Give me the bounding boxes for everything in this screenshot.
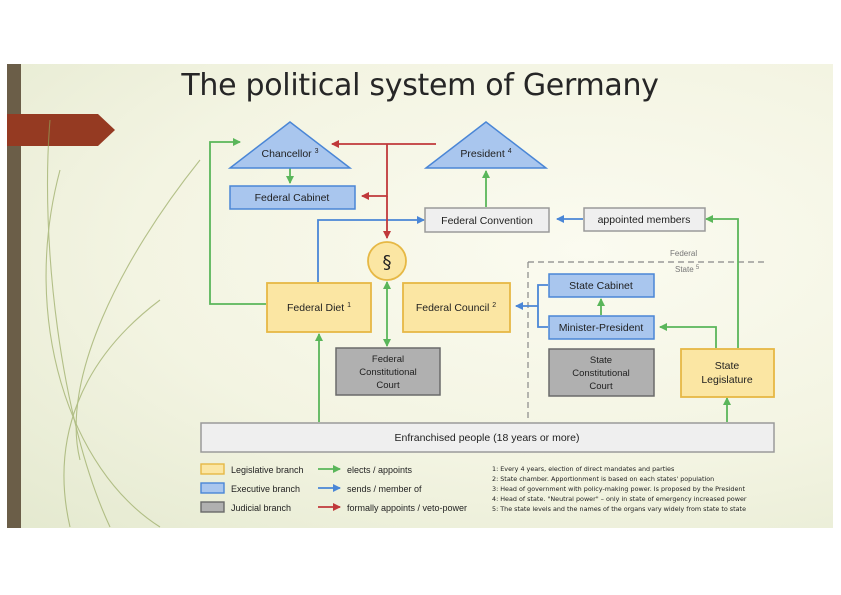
footnote-3: 3: Head of government with policy-making… <box>492 485 745 493</box>
legend-legislative-swatch <box>200 463 225 475</box>
federal-council-label: Federal Council 2 <box>416 302 496 314</box>
red-arrows <box>331 140 436 239</box>
node-federal-council: Federal Council 2 <box>402 282 511 333</box>
chancellor-text: Chancellor <box>261 148 312 160</box>
decorative-leaf-curves <box>45 119 201 528</box>
legend-legislative-label: Legislative branch <box>231 465 304 475</box>
enfranchised-people-label: Enfranchised people (18 years or more) <box>394 432 579 444</box>
arrow-legislature-sends-appointed <box>705 215 739 348</box>
federal-diet-sup: 1 <box>347 302 351 309</box>
constitution-symbol: § <box>383 252 392 273</box>
appointed-members-label: appointed members <box>598 214 691 226</box>
federal-court-line2: Constitutional <box>359 367 417 378</box>
arrow-state-bracket <box>537 284 548 328</box>
arrow-legislature-elects-minister <box>659 323 717 348</box>
state-court-line1: State <box>590 355 612 366</box>
federal-convention-label: Federal Convention <box>441 215 533 227</box>
federal-court-line3: Court <box>376 380 400 391</box>
separator-state-label: State 5 <box>675 265 700 274</box>
slide-accent-tab <box>7 114 115 146</box>
legend-formally-label: formally appoints / veto-power <box>347 503 467 513</box>
node-federal-cabinet: Federal Cabinet <box>229 185 356 210</box>
node-chancellor: Chancellor 3 <box>227 121 353 169</box>
node-federal-diet: Federal Diet 1 <box>266 282 372 333</box>
node-state-cabinet: State Cabinet <box>548 273 655 298</box>
separator-federal-label: Federal <box>670 249 697 258</box>
federal-state-separator <box>527 261 766 420</box>
legend-judicial-swatch <box>200 501 225 513</box>
president-sup: 4 <box>508 148 512 155</box>
legend-elects-label: elects / appoints <box>347 465 413 475</box>
legend: Legislative branch Executive branch Judi… <box>200 463 467 513</box>
node-federal-court: Federal Constitutional Court <box>335 347 441 396</box>
footnote-5: 5: The state levels and the names of the… <box>492 505 746 513</box>
federal-diet-label: Federal Diet 1 <box>287 302 351 314</box>
footnote-4: 4: Head of state. "Neutral power" – only… <box>492 495 747 503</box>
federal-cabinet-label: Federal Cabinet <box>255 192 330 204</box>
chancellor-sup: 3 <box>315 148 319 155</box>
legend-judicial-label: Judicial branch <box>231 503 291 513</box>
chancellor-label: Chancellor 3 <box>261 148 318 160</box>
separator-state-text: State <box>675 265 694 274</box>
federal-council-text: Federal Council <box>416 302 490 314</box>
federal-council-sup: 2 <box>492 302 496 309</box>
footnotes: 1: Every 4 years, election of direct man… <box>492 465 747 513</box>
node-minister-president: Minister-President <box>548 315 655 340</box>
node-appointed-members: appointed members <box>583 207 706 232</box>
state-legislature-line2: Legislature <box>701 374 753 386</box>
federal-court-line1: Federal <box>372 354 404 365</box>
node-enfranchised-people: Enfranchised people (18 years or more) <box>200 422 775 453</box>
president-text: President <box>460 148 504 160</box>
president-label: President 4 <box>460 148 511 160</box>
legend-executive-label: Executive branch <box>231 484 300 494</box>
footnote-1: 1: Every 4 years, election of direct man… <box>492 465 675 473</box>
legend-sends-label: sends / member of <box>347 484 422 494</box>
arrow-diet-member-of-convention <box>317 216 425 282</box>
federal-diet-text: Federal Diet <box>287 302 344 314</box>
footnote-2: 2: State chamber. Apportionment is based… <box>492 475 714 483</box>
node-state-legislature: State Legislature <box>680 348 775 398</box>
node-state-court: State Constitutional Court <box>548 348 655 397</box>
arrow-president-appoints-cabinet <box>361 144 388 200</box>
blue-arrows <box>317 215 583 328</box>
slide-left-bar <box>7 64 21 528</box>
separator-state-sup: 5 <box>696 265 700 271</box>
state-court-line3: Court <box>589 381 613 392</box>
node-federal-convention: Federal Convention <box>424 207 550 233</box>
arrow-diet-elects-chancellor <box>209 138 266 305</box>
green-arrows <box>209 138 739 422</box>
slide-title: The political system of Germany <box>181 68 659 103</box>
legend-executive-swatch <box>200 482 225 494</box>
node-constitution: § <box>367 241 407 281</box>
minister-president-label: Minister-President <box>559 322 644 334</box>
state-cabinet-label: State Cabinet <box>569 280 633 292</box>
node-president: President 4 <box>423 121 549 169</box>
state-court-line2: Constitutional <box>572 368 630 379</box>
state-legislature-line1: State <box>715 360 740 372</box>
